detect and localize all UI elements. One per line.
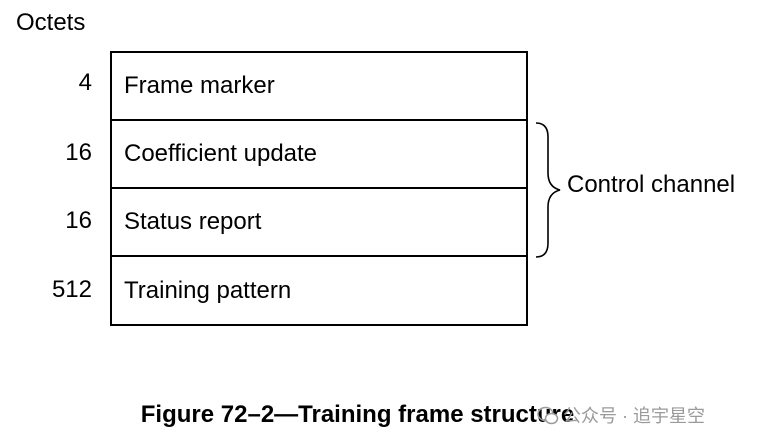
watermark-text: 公众号 · 追宇星空 bbox=[563, 406, 705, 426]
wechat-icon bbox=[537, 406, 559, 425]
field-training-pattern: Training pattern bbox=[124, 276, 292, 304]
octet-count-coefficient-update: 16 bbox=[65, 139, 92, 166]
octet-count-training-pattern: 512 bbox=[51, 276, 92, 303]
field-coefficient-update: Coefficient update bbox=[112, 121, 526, 189]
control-channel-label: Control channel bbox=[567, 171, 736, 198]
field-status-report: Status report bbox=[112, 189, 526, 257]
octets-header: Octets bbox=[16, 9, 86, 36]
field-frame-marker: Frame marker bbox=[112, 53, 526, 121]
control-channel-brace-icon bbox=[535, 122, 561, 258]
watermark: 公众号 · 追宇星空 bbox=[537, 404, 705, 428]
training-frame-structure: Frame marker Coefficient update Status r… bbox=[110, 51, 528, 326]
figure-caption: Figure 72–2—Training frame structure bbox=[140, 401, 575, 428]
octet-count-status-report: 16 bbox=[65, 207, 92, 234]
octet-count-frame-marker: 4 bbox=[78, 69, 92, 96]
